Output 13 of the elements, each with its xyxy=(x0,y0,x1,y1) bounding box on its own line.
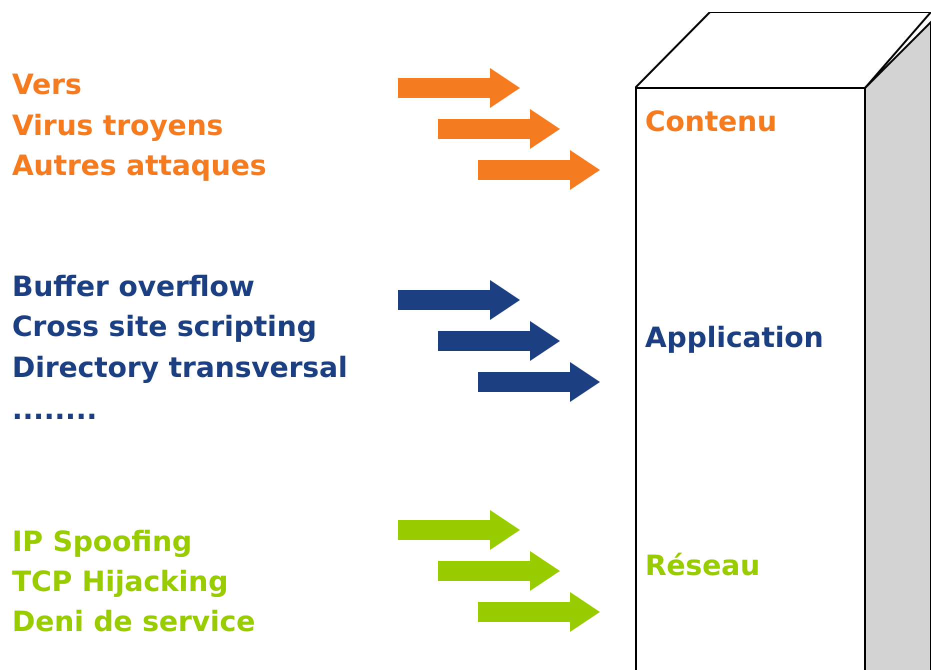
attack-name: Vers xyxy=(12,68,82,102)
attack-name: Virus troyens xyxy=(12,109,224,143)
attack-name: Deni de service xyxy=(12,605,256,639)
attack-name: IP Spoofing xyxy=(12,525,192,559)
attack-name: ........ xyxy=(12,393,98,427)
attack-name: Directory transversal xyxy=(12,351,348,385)
attack-name: Autres attaques xyxy=(12,149,266,183)
layer-label: Réseau xyxy=(645,549,760,583)
attack-name: Buffer overflow xyxy=(12,270,255,304)
layer-label: Application xyxy=(645,321,824,355)
attack-name: TCP Hijacking xyxy=(12,565,228,599)
attack-name: Cross site scripting xyxy=(12,310,317,344)
layer-label: Contenu xyxy=(645,105,777,139)
